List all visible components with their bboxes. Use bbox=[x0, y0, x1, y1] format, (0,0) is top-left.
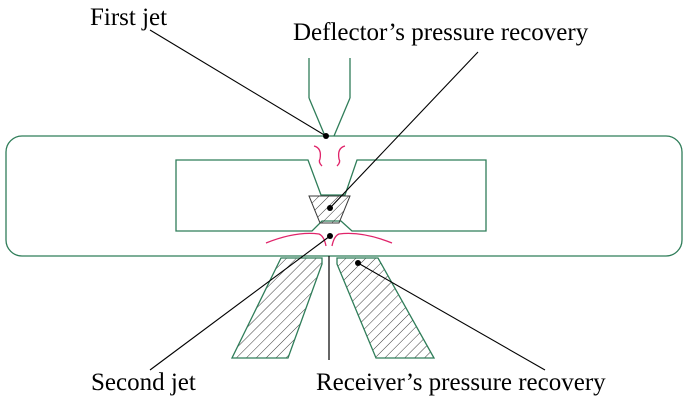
leader-second-jet bbox=[149, 235, 331, 371]
dot-receiver-recovery bbox=[355, 260, 361, 266]
label-first-jet: First jet bbox=[90, 4, 168, 31]
dot-first-jet bbox=[323, 133, 329, 139]
jet-flow-lines bbox=[265, 145, 393, 247]
label-deflector-pressure-recovery: Deflector’s pressure recovery bbox=[293, 19, 589, 46]
leader-receiver-recovery bbox=[357, 262, 546, 371]
valve-body bbox=[5, 135, 683, 257]
leader-first-jet bbox=[149, 29, 327, 137]
leader-lines bbox=[149, 29, 546, 371]
receiver-nozzle bbox=[230, 257, 436, 359]
marker-dots bbox=[323, 133, 361, 266]
label-receiver-pressure-recovery: Receiver’s pressure recovery bbox=[316, 369, 606, 396]
dot-second-jet bbox=[327, 233, 333, 239]
dot-deflector-recovery bbox=[327, 205, 333, 211]
leader-deflector-recovery bbox=[329, 51, 479, 209]
first-jet-nozzle bbox=[308, 58, 351, 137]
label-second-jet: Second jet bbox=[91, 369, 196, 396]
